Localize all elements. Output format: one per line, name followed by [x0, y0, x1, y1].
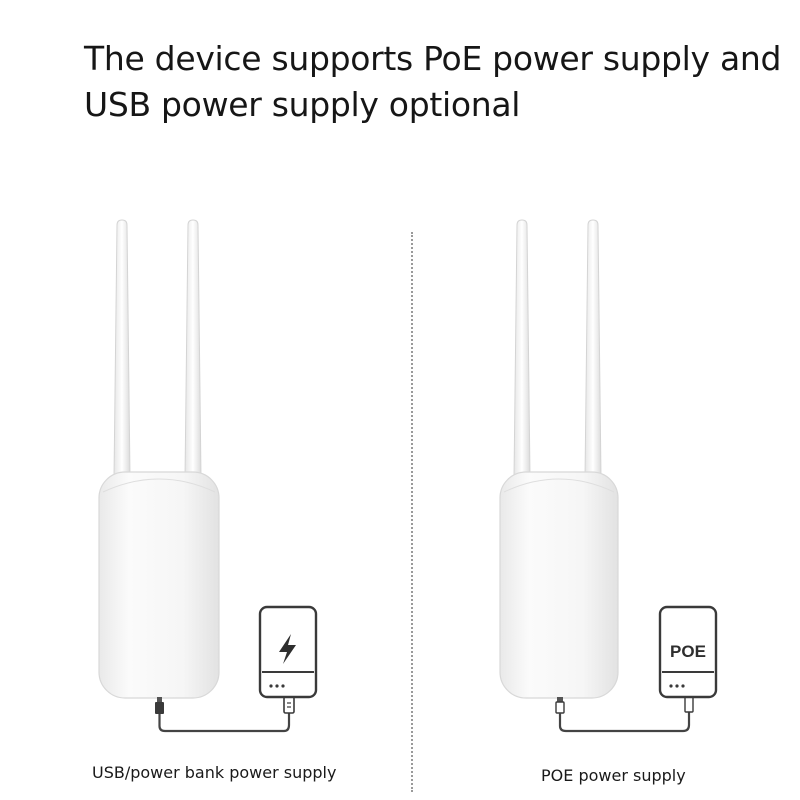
left-usb-cable [155, 696, 295, 733]
headline-line-2: USB power supply optional [84, 85, 521, 124]
lightning-bolt-icon [279, 634, 296, 664]
poe-label: POE [670, 642, 706, 661]
right-router-body [499, 471, 619, 699]
caption-usb-power: USB/power bank power supply [92, 763, 337, 782]
dotted-divider [411, 232, 413, 792]
left-router-device [98, 219, 220, 699]
right-poe-cable [555, 696, 694, 733]
power-bank-icon [258, 605, 318, 699]
right-router-device [499, 219, 619, 699]
right-antenna-2 [584, 219, 602, 479]
poe-injector-icon: POE [658, 605, 718, 699]
headline-line-1: The device supports PoE power supply and [84, 39, 782, 78]
right-antenna-1 [513, 219, 531, 479]
headline: The device supports PoE power supply and… [84, 36, 784, 128]
left-router-body [98, 471, 220, 699]
left-antenna-2 [184, 219, 202, 479]
caption-poe-power: POE power supply [541, 766, 686, 785]
left-antenna-1 [113, 219, 131, 479]
